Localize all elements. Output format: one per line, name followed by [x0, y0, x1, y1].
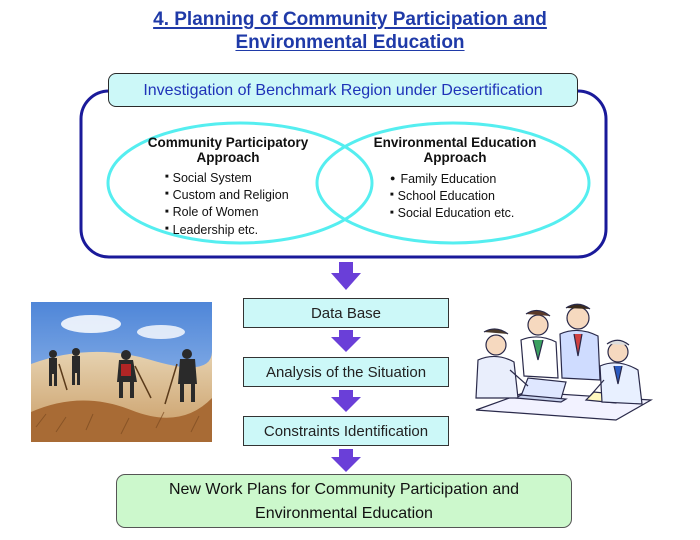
- list-item: Leadership etc.: [165, 222, 289, 239]
- environmental-approach-title: Environmental Education Approach: [355, 135, 555, 165]
- environmental-ellipse: [315, 121, 591, 245]
- planning-meeting-clipart: [475, 303, 654, 421]
- community-title-line-1: Community Participatory: [147, 135, 309, 150]
- community-title-line-2: Approach: [196, 150, 260, 165]
- arrow-3: [331, 390, 361, 412]
- community-ellipse: [106, 121, 374, 245]
- title-line-1: 4. Planning of Community Participation a…: [153, 9, 547, 30]
- work-plans-box: New Work Plans for Community Participati…: [116, 474, 572, 528]
- environmental-title-line-2: Approach: [423, 150, 487, 165]
- arrow-1: [331, 262, 361, 290]
- arrow-4: [331, 449, 361, 472]
- arrow-2: [331, 330, 361, 352]
- environmental-title-line-1: Environmental Education: [373, 135, 537, 150]
- constraints-box: Constraints Identification: [243, 416, 449, 446]
- list-item: Custom and Religion: [165, 187, 289, 204]
- analysis-box: Analysis of the Situation: [243, 357, 449, 387]
- work-plans-line-2: Environmental Education: [255, 505, 433, 522]
- list-item: Family Education: [390, 171, 514, 188]
- title-line-2: Environmental Education: [235, 32, 465, 53]
- work-plans-line-1: New Work Plans for Community Participati…: [168, 481, 520, 498]
- field-workers-photo: [31, 302, 212, 442]
- data-base-box: Data Base: [243, 298, 449, 328]
- list-item: Role of Women: [165, 204, 289, 221]
- environmental-approach-list: Family Education School Education Social…: [390, 171, 515, 223]
- list-item: Social Education etc.: [390, 205, 515, 222]
- community-approach-list: Social System Custom and Religion Role o…: [165, 170, 289, 239]
- benchmark-box: Investigation of Benchmark Region under …: [108, 73, 578, 107]
- community-approach-title: Community Participatory Approach: [133, 135, 323, 165]
- list-item: Social System: [165, 170, 289, 187]
- page-title: 4. Planning of Community Participation a…: [0, 8, 700, 54]
- list-item: School Education: [390, 188, 514, 205]
